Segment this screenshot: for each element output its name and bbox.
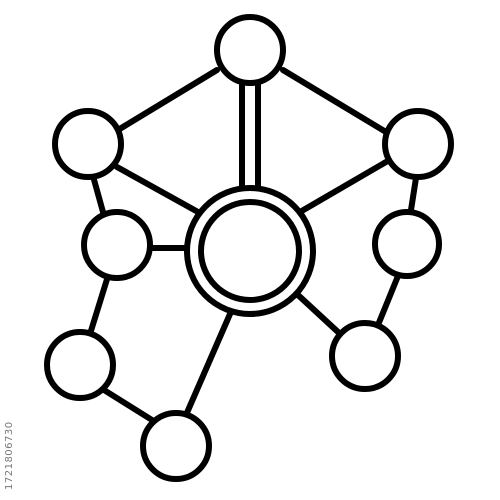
node-top xyxy=(214,14,286,86)
edge-right-rightmid xyxy=(408,175,419,213)
node-left-mid xyxy=(81,209,153,281)
edge-left-hub xyxy=(114,164,201,215)
stock-id-text: 1721806730 xyxy=(4,421,15,490)
node-left xyxy=(52,108,124,180)
edge-top-left xyxy=(115,67,220,133)
edge-lower-bottom xyxy=(101,387,155,423)
edge-top-right xyxy=(280,67,389,135)
edge-leftmid-lower xyxy=(87,273,111,337)
edge-left-leftmid xyxy=(90,173,106,215)
node-right xyxy=(382,108,454,180)
node-right-mid xyxy=(372,209,442,279)
node-bottom xyxy=(140,410,212,482)
edge-hub-bottom xyxy=(183,311,233,418)
node-lower-left xyxy=(44,329,116,401)
edge-rightmid-lowerright xyxy=(375,273,401,328)
edge-top-hub-double xyxy=(239,82,261,193)
node-lower-right xyxy=(329,320,401,392)
edge-hub-lowerright xyxy=(295,292,341,335)
edge-right-hub xyxy=(297,159,389,215)
hub-inner-circle xyxy=(198,199,302,303)
